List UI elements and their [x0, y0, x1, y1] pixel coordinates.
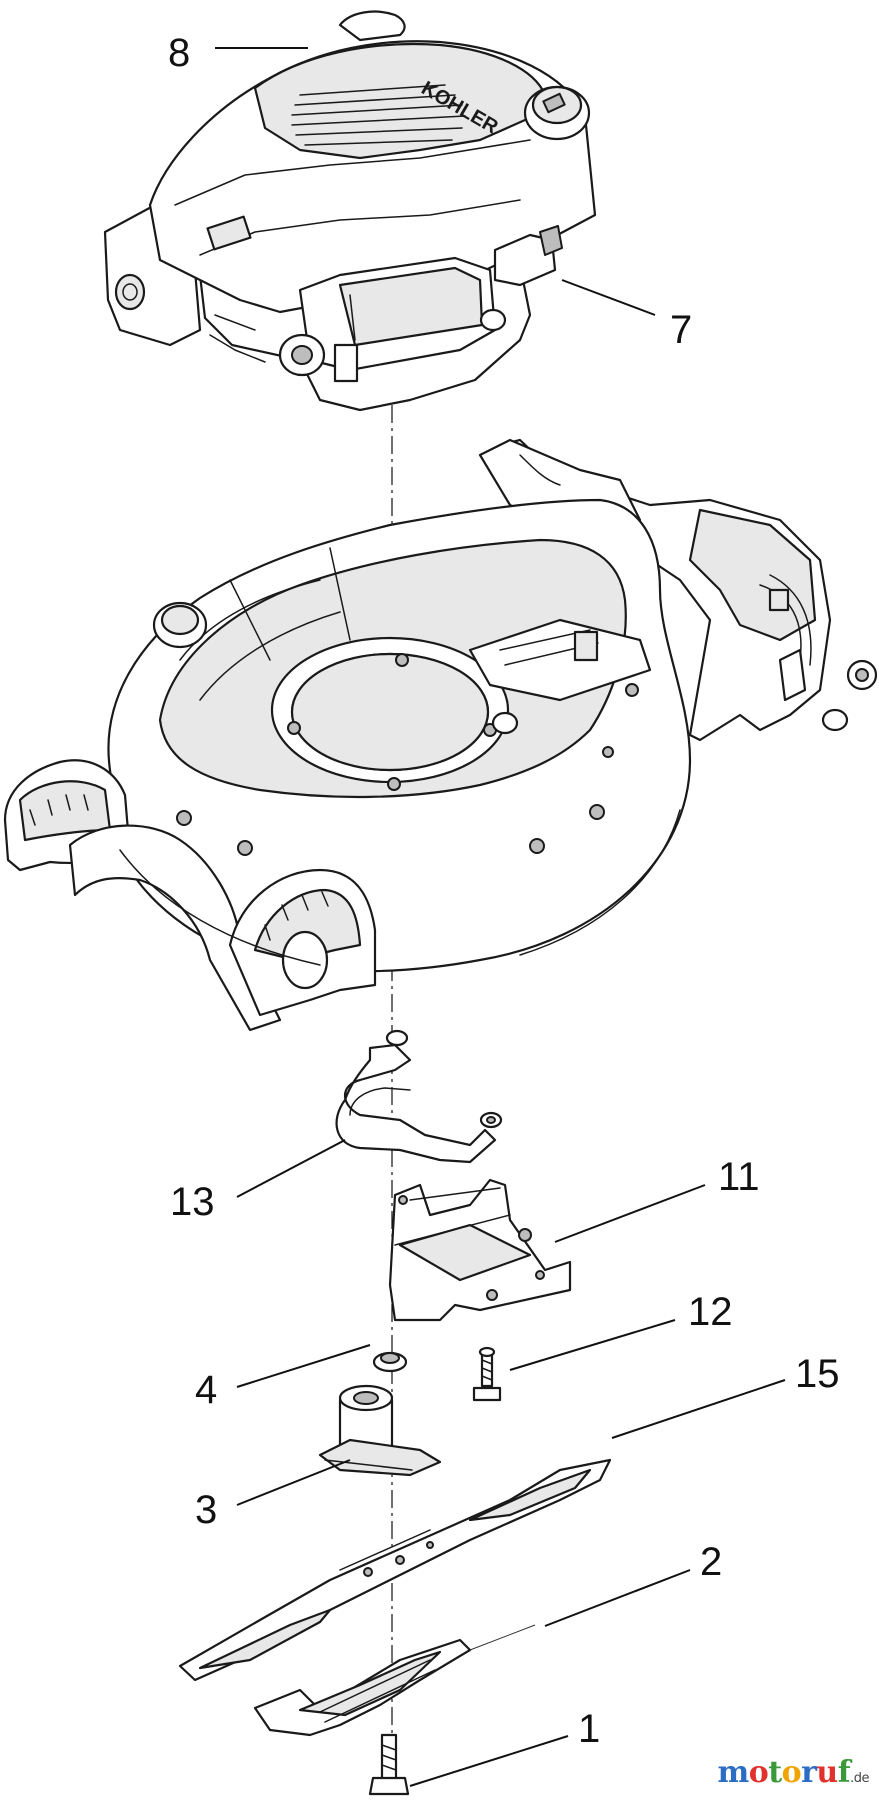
callout-4: 4 [195, 1368, 217, 1412]
watermark-letter: u [816, 1755, 838, 1790]
callout-15: 15 [795, 1352, 840, 1396]
watermark-letter: r [801, 1755, 817, 1790]
watermark-letter: o [748, 1755, 769, 1790]
part-11-baffle [388, 1178, 572, 1322]
oil-cap [523, 85, 591, 141]
deck-mount-holes [176, 653, 639, 856]
watermark-suffix: .de [850, 1771, 869, 1786]
mower-deck [3, 438, 878, 1032]
part-15-blade [178, 1458, 612, 1682]
part-1-bolt [368, 1733, 410, 1796]
watermark-letter: t [768, 1755, 782, 1790]
callout-labels: 8 7 13 11 12 4 15 3 2 1 [168, 31, 840, 1751]
callout-3: 3 [195, 1488, 217, 1532]
callout-11: 11 [718, 1155, 760, 1199]
part-4-washer [372, 1351, 408, 1373]
part-2-stiffener [253, 1624, 536, 1737]
part-12-bolt [472, 1346, 502, 1402]
part-13-bracket [335, 1029, 503, 1164]
recoil-grille [291, 84, 466, 146]
watermark-letter: o [781, 1755, 802, 1790]
callout-7: 7 [670, 308, 692, 352]
part-3-adapter [318, 1384, 442, 1477]
watermark-letter: m [717, 1755, 749, 1790]
callout-1: 1 [578, 1707, 600, 1751]
leader-lines [215, 47, 786, 1787]
callout-12: 12 [688, 1290, 733, 1334]
engine-assembly: KOHLER [103, 10, 597, 412]
watermark-letter: f [837, 1755, 851, 1790]
callout-8: 8 [168, 31, 190, 75]
callout-2: 2 [700, 1540, 722, 1584]
air-filter-housing [278, 225, 563, 383]
watermark-logo: motoruf.de [717, 1755, 869, 1790]
callout-13: 13 [170, 1180, 215, 1224]
